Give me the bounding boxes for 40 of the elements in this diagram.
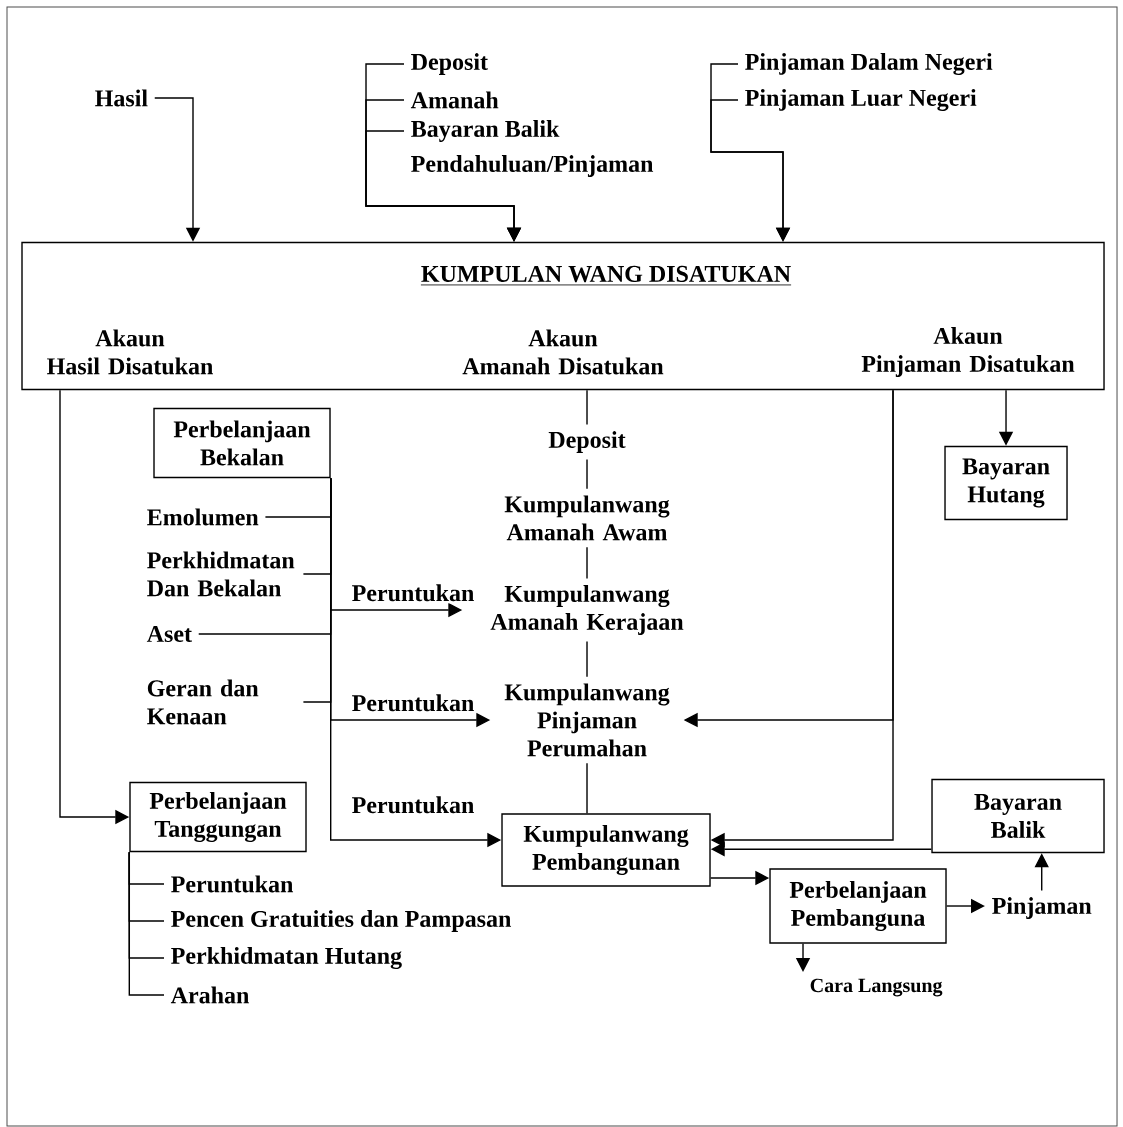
edge-label: Peruntukan bbox=[352, 796, 474, 814]
process-box: Perbelanjaan Pembanguna bbox=[769, 868, 947, 944]
text-label: Pencen Gratuities dan Pampasan bbox=[171, 910, 512, 932]
text-label: Perkhidmatan Hutang bbox=[171, 947, 402, 969]
connector-line bbox=[128, 851, 165, 996]
text-label: Geran dan Kenaan bbox=[147, 679, 259, 725]
text-label: Pinjaman Dalam Negeri bbox=[745, 53, 993, 75]
process-box: Bayaran Balik bbox=[931, 778, 1105, 854]
text-label: Emolumen bbox=[147, 508, 259, 526]
account-label: Akaun Pinjaman Disatukan bbox=[861, 327, 1075, 377]
process-box: Kumpulanwang Pembangunan bbox=[501, 813, 711, 887]
text-label: Kumpulanwang Amanah Kerajaan bbox=[490, 585, 684, 635]
text-label: Bayaran Balik bbox=[411, 120, 560, 142]
connector-line bbox=[586, 640, 588, 678]
process-box: Perbelanjaan Bekalan bbox=[153, 407, 331, 479]
text-label: Pinjaman bbox=[992, 897, 1092, 919]
connector-line bbox=[586, 546, 588, 580]
text-label: Deposit bbox=[411, 53, 488, 75]
text-label: Peruntukan bbox=[171, 875, 294, 893]
box-heading: KUMPULAN WANG DISATUKAN bbox=[420, 265, 792, 286]
account-label: Akaun Amanah Disatukan bbox=[462, 329, 664, 375]
edge-label: Peruntukan bbox=[352, 584, 474, 602]
text-label: Deposit bbox=[548, 431, 626, 453]
text-label: Kumpulanwang Amanah Awam bbox=[504, 495, 670, 541]
process-box: Bayaran Hutang bbox=[944, 445, 1068, 521]
text-label: Cara Langsung bbox=[810, 978, 943, 997]
connector-line bbox=[586, 389, 588, 426]
process-box: Perbelanjaan Tanggungan bbox=[129, 781, 307, 853]
edge-label: Peruntukan bbox=[352, 694, 474, 712]
account-label: Akaun Hasil Disatukan bbox=[47, 329, 213, 375]
text-label: Kumpulanwang Pinjaman Perumahan bbox=[504, 683, 670, 757]
text-label: Pendahuluan/Pinjaman bbox=[411, 155, 654, 177]
text-label: Arahan bbox=[170, 986, 249, 1004]
text-label: Aset bbox=[146, 625, 192, 643]
text-label: Amanah bbox=[410, 91, 499, 109]
connector-line bbox=[586, 458, 588, 490]
text-label: Perkhidmatan Dan Bekalan bbox=[147, 551, 295, 597]
connector-line bbox=[586, 762, 588, 814]
text-label: Hasil bbox=[95, 89, 148, 107]
text-label: Pinjaman Luar Negeri bbox=[745, 89, 977, 111]
